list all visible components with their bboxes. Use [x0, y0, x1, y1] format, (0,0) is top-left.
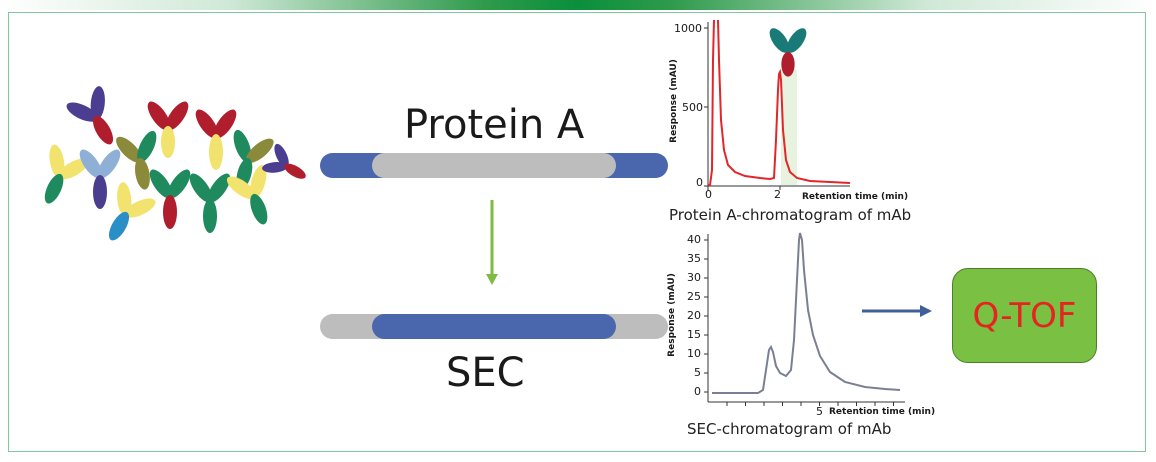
- chart-caption: Protein A-chromatogram of mAb: [669, 206, 911, 224]
- y-tick-label: 20: [687, 309, 701, 322]
- antibody-icon: [766, 25, 810, 77]
- chart-caption: SEC-chromatogram of mAb: [687, 420, 891, 438]
- protein-a-label: Protein A: [404, 102, 584, 148]
- protein-a-chromatogram: [704, 20, 850, 190]
- sec-column: [320, 314, 668, 339]
- y-tick-marks: [704, 28, 708, 186]
- x-tick-marks: [708, 186, 780, 190]
- sec-chromatogram: [704, 233, 905, 406]
- x-tick-label: 0: [705, 188, 712, 201]
- sec-label: SEC: [446, 350, 525, 396]
- trace-line: [712, 233, 900, 393]
- antibody-icon: [76, 146, 125, 209]
- y-axis-label: Response (mAU): [669, 59, 679, 143]
- x-tick-label: 2: [774, 188, 781, 201]
- y-tick-label: 30: [687, 271, 701, 284]
- qtof-detector-box: Q-TOF: [952, 268, 1097, 363]
- y-tick-label: 0: [696, 176, 703, 189]
- antibody-icon: [192, 106, 241, 170]
- y-tick-label: 10: [687, 347, 701, 360]
- right-arrow: [862, 305, 932, 317]
- y-tick-label: 15: [687, 328, 701, 341]
- y-tick-marks: [704, 240, 708, 392]
- y-tick-label: 25: [687, 290, 701, 303]
- y-tick-label: 500: [682, 101, 703, 114]
- antibody-mixture: [25, 80, 315, 252]
- x-tick-marks: [727, 402, 894, 406]
- y-tick-label: 35: [687, 252, 701, 265]
- qtof-label: Q-TOF: [973, 296, 1077, 336]
- x-axis-label: Retention time (min): [829, 407, 935, 417]
- protein-a-column: [320, 153, 668, 178]
- antibody-icon: [146, 166, 195, 229]
- x-axis-label: Retention time (min): [802, 192, 908, 202]
- y-tick-label: 5: [694, 366, 701, 379]
- y-axis-label: Response (mAU): [667, 273, 677, 357]
- down-arrow: [486, 200, 498, 285]
- y-tick-label: 1000: [674, 22, 702, 35]
- x-tick-label: 5: [816, 405, 823, 418]
- y-tick-label: 40: [687, 233, 701, 246]
- y-tick-label: 0: [694, 385, 701, 398]
